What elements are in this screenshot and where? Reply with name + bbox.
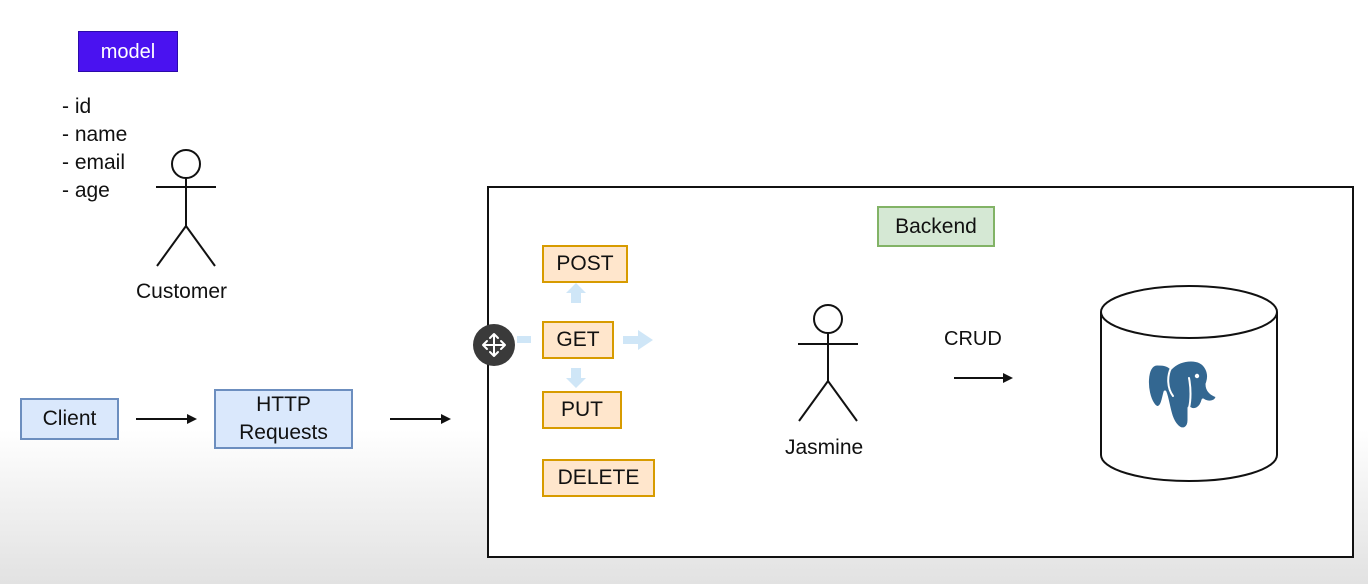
http-requests-line-1: HTTP: [256, 393, 311, 416]
model-attribute-list: - id - name - email - age: [62, 93, 127, 205]
client-box[interactable]: Client: [20, 398, 119, 440]
attribute-name[interactable]: - name: [62, 123, 128, 146]
attribute-email[interactable]: - email: [62, 151, 126, 174]
model-badge[interactable]: model: [78, 31, 178, 72]
move-cross-icon: [482, 333, 506, 357]
post-verb-box[interactable]: POST: [542, 245, 628, 283]
jasmine-label[interactable]: Jasmine: [785, 436, 864, 459]
backend-label[interactable]: Backend: [877, 206, 995, 247]
customer-label[interactable]: Customer: [136, 280, 228, 303]
get-verb-box[interactable]: GET: [542, 321, 614, 359]
attribute-id[interactable]: - id: [62, 95, 92, 118]
http-requests-line-2: Requests: [239, 421, 328, 444]
delete-verb-box[interactable]: DELETE: [542, 459, 655, 497]
put-verb-box[interactable]: PUT: [542, 391, 622, 429]
crud-label[interactable]: CRUD: [944, 328, 1002, 350]
attribute-age[interactable]: - age: [62, 179, 110, 202]
http-requests-box[interactable]: HTTP Requests: [214, 389, 353, 449]
move-handle[interactable]: [473, 324, 515, 366]
